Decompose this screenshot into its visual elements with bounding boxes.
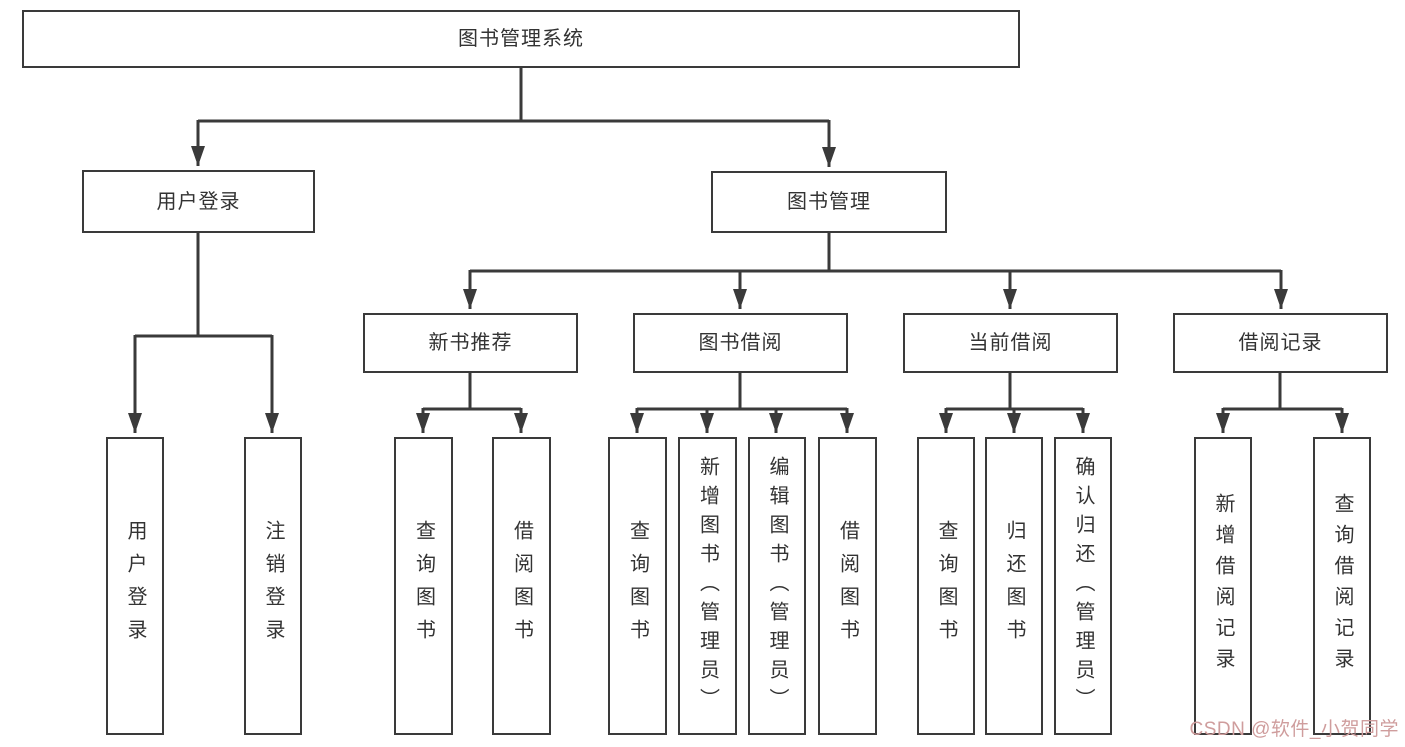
node-label: 用户登录 <box>124 520 146 652</box>
node-label: 新增借阅记录 <box>1212 493 1234 679</box>
node-label: 借阅图书 <box>836 520 859 652</box>
leaf-borrow-books-recommend: 借阅图书 <box>492 437 551 735</box>
node-label: 借阅记录 <box>1238 332 1323 354</box>
leaf-query-books-recommend: 查询图书 <box>394 437 453 735</box>
leaf-edit-books-admin: 编辑图书（管理员） <box>748 437 806 735</box>
csdn-watermark: CSDN @软件_小贺同学 <box>1189 719 1399 740</box>
node-label: 编辑图书（管理员） <box>766 455 788 717</box>
node-borrow-record: 借阅记录 <box>1173 313 1388 373</box>
node-label: 用户登录 <box>156 190 241 213</box>
leaf-query-borrow-record: 查询借阅记录 <box>1313 437 1371 735</box>
node-label: 新增图书（管理员） <box>696 455 719 717</box>
leaf-confirm-return-admin: 确认归还（管理员） <box>1054 437 1112 735</box>
node-label: 当前借阅 <box>968 332 1053 354</box>
node-label: 图书借阅 <box>698 332 783 354</box>
leaf-query-books-current: 查询图书 <box>917 437 975 735</box>
node-label: 查询图书 <box>412 520 435 652</box>
node-label: 新书推荐 <box>428 332 513 354</box>
node-book-borrow: 图书借阅 <box>633 313 848 373</box>
node-label: 图书管理系统 <box>458 28 584 50</box>
leaf-logout: 注销登录 <box>244 437 302 735</box>
leaf-add-borrow-record: 新增借阅记录 <box>1194 437 1252 735</box>
node-book-management: 图书管理 <box>711 171 947 233</box>
leaf-add-books-admin: 新增图书（管理员） <box>678 437 737 735</box>
node-label: 借阅图书 <box>510 520 533 652</box>
node-label: 图书管理 <box>787 191 871 213</box>
node-label: 查询图书 <box>626 520 649 652</box>
node-label: 归还图书 <box>1003 520 1025 652</box>
node-label: 确认归还（管理员） <box>1072 455 1094 717</box>
node-current-borrow: 当前借阅 <box>903 313 1118 373</box>
node-label: 查询图书 <box>935 520 957 652</box>
leaf-borrow-books: 借阅图书 <box>818 437 877 735</box>
leaf-user-login: 用户登录 <box>106 437 164 735</box>
node-new-book-recommend: 新书推荐 <box>363 313 578 373</box>
node-library-management-system: 图书管理系统 <box>22 10 1020 68</box>
leaf-query-books-borrow: 查询图书 <box>608 437 667 735</box>
node-label: 注销登录 <box>262 520 284 652</box>
leaf-return-books: 归还图书 <box>985 437 1043 735</box>
node-label: 查询借阅记录 <box>1331 493 1353 679</box>
node-user-login: 用户登录 <box>82 170 315 233</box>
